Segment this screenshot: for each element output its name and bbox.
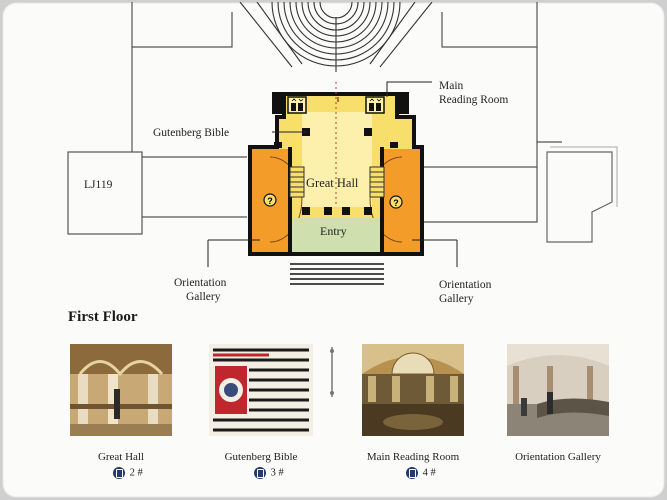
stairs-east — [369, 166, 385, 198]
main-reading-room-callout-line1: Main — [439, 80, 464, 92]
entry-area — [292, 218, 382, 252]
exhibit-caption: Orientation Gallery — [515, 451, 601, 463]
east-gallery-arc — [369, 156, 403, 243]
orientation-gallery-west-callout-line1: Orientation — [174, 277, 227, 289]
elevator-icon — [365, 96, 385, 114]
audio-stop-number: 2 — [129, 467, 135, 479]
book-divider — [329, 347, 335, 397]
orientation-gallery-east-callout-line2: Gallery — [439, 293, 474, 305]
audio-stop-suffix: # — [278, 467, 284, 479]
exhibit-caption: Gutenberg Bible — [224, 451, 298, 463]
audio-guide-icon — [406, 467, 418, 479]
east-building-outline — [546, 151, 613, 243]
west-gallery-arc — [269, 156, 303, 243]
floor-title: First Floor — [68, 309, 138, 325]
gutenberg-bible-photo — [209, 344, 313, 436]
info-question-icon: ? — [389, 195, 403, 209]
lj119-room — [67, 151, 143, 235]
great-hall-photo — [70, 344, 172, 436]
main-reading-room-callout-line2: Reading Room — [439, 94, 509, 106]
audio-guide-icon — [113, 467, 125, 479]
orientation-gallery-east-callout-line1: Orientation — [439, 279, 492, 291]
audio-guide-icon — [254, 467, 266, 479]
audio-tour-stop: 3 # — [254, 467, 284, 483]
entry-label: Entry — [320, 224, 347, 238]
stairs-west — [289, 166, 305, 198]
audio-stop-suffix: # — [137, 467, 143, 479]
svg-text:?: ? — [267, 196, 273, 206]
orientation-gallery-west-callout-line2: Gallery — [186, 291, 221, 303]
svg-text:?: ? — [393, 198, 399, 208]
info-question-icon: ? — [263, 193, 277, 207]
gutenberg-bible-callout: Gutenberg Bible — [153, 127, 230, 139]
reading-room-rings — [239, 2, 433, 72]
exhibit-caption: Main Reading Room — [366, 451, 460, 463]
audio-tour-stop: 4 # — [406, 467, 436, 483]
exhibit-caption: Great Hall — [97, 451, 145, 463]
east-building-shadow — [550, 146, 618, 207]
audio-stop-number: 4 — [422, 467, 428, 479]
audio-stop-suffix: # — [430, 467, 436, 479]
elevator-icon — [287, 96, 307, 114]
lj119-label: LJ119 — [84, 179, 113, 191]
great-hall-light-area — [302, 112, 372, 207]
great-hall-label: Great Hall — [306, 176, 359, 190]
leader-lines — [207, 81, 458, 267]
interior-walls — [272, 92, 409, 252]
main-reading-room-photo — [362, 344, 464, 436]
audio-tour-stop: 2 # — [113, 467, 143, 483]
audio-stop-number: 3 — [270, 467, 276, 479]
floor-plan-map: ? ? — [67, 2, 618, 285]
entrance-steps — [290, 263, 384, 285]
orientation-gallery-photo — [507, 344, 609, 436]
